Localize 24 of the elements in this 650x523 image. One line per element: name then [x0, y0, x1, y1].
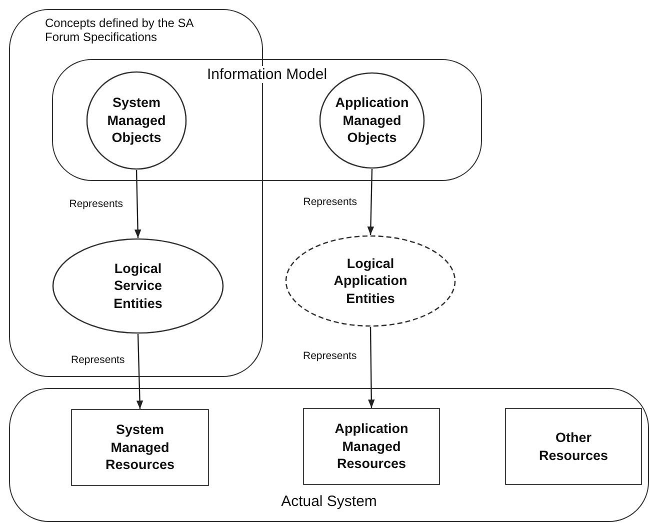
node-label: Application Managed Resources [334, 420, 410, 473]
node-label: System Managed Resources [104, 421, 176, 474]
resource-box [505, 408, 642, 485]
node-label: Logical Application Entities [332, 254, 408, 308]
entity-ellipse [285, 235, 456, 327]
resource-box [303, 408, 440, 485]
arrow [367, 168, 374, 236]
resource-box [71, 409, 209, 486]
entity-ellipse [52, 238, 224, 334]
node-label: Logical Service Entities [112, 260, 164, 312]
node-label: Other Resources [538, 428, 610, 464]
node-label: Application Managed Objects [334, 94, 410, 147]
edge-label: Represents [301, 196, 359, 208]
group-frame [9, 388, 649, 522]
object-circle [86, 71, 187, 170]
edge-label: Represents [67, 198, 125, 210]
arrow [368, 327, 375, 408]
group-title: Concepts defined by the SA Forum Specifications [45, 16, 195, 44]
arrow [134, 170, 142, 238]
group-title: Actual System [280, 493, 378, 510]
arrow [136, 334, 144, 410]
edge-label: Represents [69, 354, 127, 366]
node-label: System Managed Objects [106, 94, 167, 147]
edge-label: Represents [301, 350, 359, 362]
